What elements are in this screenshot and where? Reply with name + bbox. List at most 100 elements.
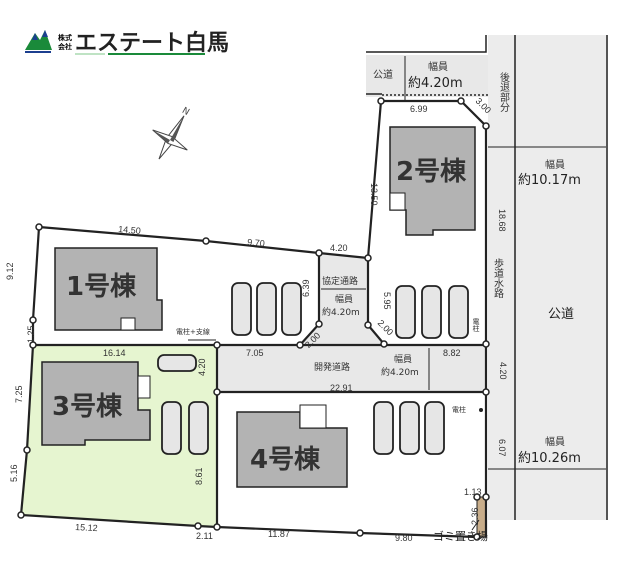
compass-icon: N	[152, 106, 191, 160]
roads-sidewalk: 歩道水路	[492, 257, 504, 299]
dimensions-d125: 1.25	[26, 325, 36, 343]
dimensions-d882: 8.82	[443, 348, 461, 358]
car	[448, 285, 469, 339]
buildings-3-label: 4号棟	[250, 445, 321, 475]
roads-main_road-width_value_bottom: 約10.26m	[518, 451, 581, 466]
rect	[389, 192, 406, 211]
polygon	[54, 247, 163, 331]
car	[231, 282, 252, 336]
roads-agreement_path-label: 協定通路	[322, 275, 358, 287]
circle	[473, 533, 481, 541]
dimensions-d113: 1.13	[464, 487, 482, 497]
rect	[25, 51, 51, 53]
dimensions-d980: 9.80	[395, 533, 413, 543]
dimensions-d699: 6.99	[410, 104, 428, 114]
buildings-2-label: 3号棟	[52, 392, 123, 422]
rect	[366, 55, 488, 97]
circle	[482, 493, 490, 501]
dimensions-d200b: 2.00	[376, 318, 395, 337]
car	[161, 401, 182, 455]
annotations-pole_lower: 電柱	[452, 405, 466, 414]
rect	[137, 375, 151, 399]
roads-main_road-width_label_bottom: 幅員	[545, 435, 565, 448]
dimensions-d420a: 4.20	[330, 243, 348, 253]
car	[281, 282, 302, 336]
car	[256, 282, 277, 336]
dimensions-d2291: 22.91	[330, 383, 353, 393]
dimensions-d595: 5.95	[382, 292, 392, 310]
circle	[364, 321, 372, 329]
boundary-points	[17, 97, 490, 541]
rect	[488, 35, 608, 520]
roads-dev_road-label: 開発道路	[314, 361, 350, 373]
circle	[35, 223, 43, 231]
rect	[120, 317, 136, 331]
rect	[75, 53, 105, 55]
roads-main_road-width_label_top: 幅員	[545, 158, 565, 171]
dimensions-d516: 5.16	[9, 464, 19, 482]
main-public-road: 幅員 約10.17m 歩道水路 公道 幅員 約10.26m	[488, 35, 608, 520]
car	[421, 285, 442, 339]
dimensions-d861: 8.61	[194, 467, 204, 485]
company-logo: 株式 会社 エステート白馬	[25, 30, 229, 56]
dimensions-d912: 9.12	[5, 262, 15, 280]
dimensions-d639: 6.39	[301, 279, 311, 297]
car	[373, 401, 394, 455]
circle	[29, 316, 37, 324]
polygon	[152, 130, 170, 144]
roads-main_road-width_value_top: 約10.17m	[518, 173, 581, 188]
compass-north_label: N	[180, 106, 191, 118]
dimensions-d607: 6.07	[497, 439, 507, 457]
polygon	[170, 115, 184, 142]
circle	[213, 388, 221, 396]
dimensions-d420c: 4.20	[498, 362, 508, 380]
building-2: 2号棟	[389, 126, 476, 236]
circle	[356, 529, 364, 537]
car	[399, 401, 420, 455]
annotations-pole_guy: 電柱+支線	[176, 327, 210, 336]
circle	[213, 523, 221, 531]
polyline	[366, 35, 487, 53]
dimensions-d1614: 16.14	[103, 348, 126, 358]
setback-label: 後退部分	[498, 71, 510, 113]
circle	[482, 122, 490, 130]
top-public-road: 公道 幅員 約4.20m	[366, 35, 488, 100]
car	[395, 285, 416, 339]
circle	[29, 341, 37, 349]
circle	[202, 237, 210, 245]
buildings-1-label: 2号棟	[396, 157, 467, 187]
logo-company_prefix_top: 株式	[58, 33, 72, 42]
line	[471, 519, 480, 531]
parking-cars	[157, 282, 469, 455]
roads-agreement_path-width_value: 約4.20m	[322, 306, 360, 318]
circle	[482, 388, 490, 396]
circle	[457, 97, 465, 105]
roads-top_road-width_value: 約4.20m	[408, 76, 463, 91]
roads-dev_road-width_value: 約4.20m	[381, 366, 419, 378]
car	[188, 401, 209, 455]
dimensions-d1450: 14.50	[118, 224, 141, 236]
circle	[479, 408, 483, 412]
circle	[213, 341, 221, 349]
dimensions-d1350: 13.50	[369, 183, 379, 206]
roads-top_road-label: 公道	[373, 68, 393, 81]
dimensions-d725: 7.25	[14, 385, 24, 403]
circle	[17, 511, 25, 519]
dimensions-d705: 7.05	[246, 348, 264, 358]
dimensions-d236: 2.36	[470, 507, 480, 525]
rect	[108, 53, 205, 55]
building-4: 4号棟	[236, 404, 348, 488]
circle	[315, 249, 323, 257]
polyline	[38, 225, 369, 260]
dimensions-d211: 2.11	[196, 531, 213, 541]
circle	[315, 320, 323, 328]
roads-dev_road-width_label: 幅員	[394, 353, 412, 365]
company-name: エステート白馬	[75, 30, 229, 56]
circle	[364, 254, 372, 262]
buildings-0-label: 1号棟	[66, 272, 137, 302]
roads-top_road-width_label: 幅員	[428, 60, 448, 73]
building-3: 3号棟	[41, 361, 151, 446]
circle	[194, 522, 202, 530]
circle	[296, 341, 304, 349]
